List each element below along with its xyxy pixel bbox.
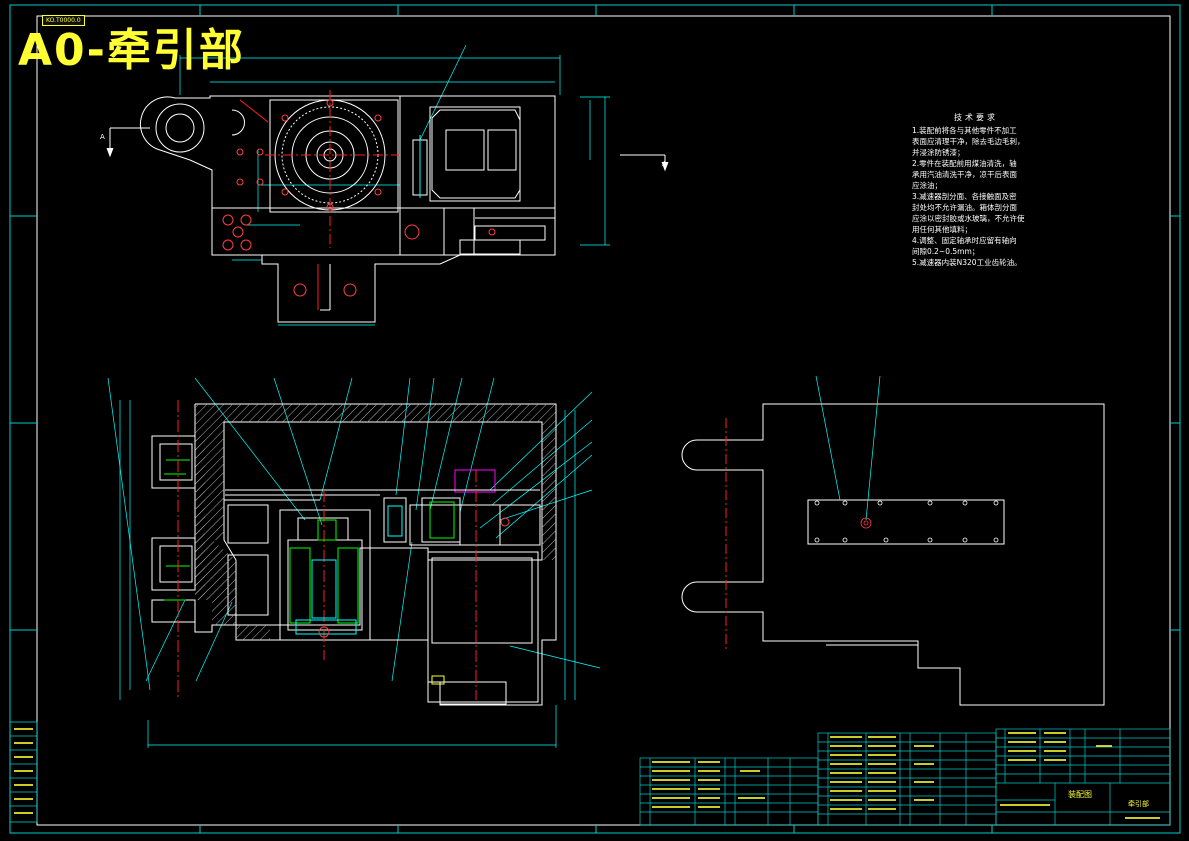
margin-stamp-table [9,721,38,823]
tech-line: 间隙0.2~0.5mm； [912,247,980,256]
top-view-bolts [222,99,496,297]
section-mark-right: A [662,160,667,168]
tech-requirements-heading: 技术要求 [954,113,998,122]
tech-line: 3.减速器剖分面、各接触面及密 [912,192,1017,201]
section-mark-left: A [100,133,105,141]
tech-line: 封处均不允许漏油。箱体剖分面 [912,203,1017,212]
title-block-part-name: 牵引部 [1128,800,1149,808]
title-block [995,728,1171,826]
section-centerlines [177,400,477,700]
section-view [107,377,601,748]
side-view [681,375,1105,706]
tech-line: 4.调整、固定轴承时应留有轴向 [912,236,1017,245]
table-text-marks [14,728,1160,819]
section-hatching [195,404,556,640]
corner-tag: KO.T0000.0 [42,15,85,26]
left-lugs [151,435,196,601]
parts-list-left [639,757,819,826]
tech-line: 应涂以密封胶或水玻璃，不允许使 [912,214,1025,223]
parts-list-middle [817,732,997,826]
tech-line: 5.减速器内装N320工业齿轮油。 [912,258,1022,267]
tech-line: 1.装配前将各与其他零件不加工 [912,126,1017,135]
technical-requirements: 技术要求 1.装配前将各与其他零件不加工 表面应清理干净，除去毛边毛刺， 并浸涂… [912,112,1040,268]
drawing-title-overlay: A0-牵引部 [18,25,245,76]
tech-line: 承用汽油清洗干净，凉干后表面 [912,170,1017,179]
tech-line: 表面应清理干净，除去毛边毛刺， [912,137,1025,146]
tech-line: 用任何其他填料； [912,225,972,234]
side-view-bolts [814,500,999,543]
top-view [106,44,669,326]
gear-components [289,501,510,685]
title-block-drawing-name: 装配图 [1068,790,1092,799]
drawing-frame [9,4,1181,834]
tech-line: 2.零件在装配前用煤油清洗，轴 [912,159,1017,168]
tech-line: 并浸涂防锈漆； [912,148,965,157]
tech-line: 应涂油； [912,181,942,190]
